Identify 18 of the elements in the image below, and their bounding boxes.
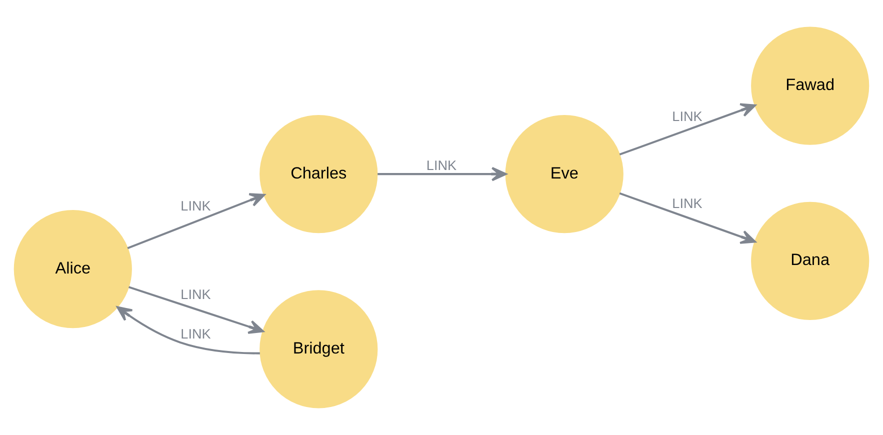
node-circle: Alice [14,210,132,328]
edge-label: LINK [180,286,211,302]
edge-label: LINK [672,196,702,211]
arrow [619,103,756,156]
edge-label: LINK [180,198,211,214]
edge-label: LINK [426,158,457,173]
node-circle: Bridget [260,290,378,408]
arrow [619,192,756,244]
arrow [127,193,266,250]
arrow [128,286,264,334]
edge-label: LINK [672,109,702,124]
node-circle: Eve [505,115,624,234]
node-circle: Fawad [751,26,870,145]
node-circle: Charles [260,115,378,234]
arrow [116,306,260,354]
edge-label: LINK [180,326,211,342]
arrow [378,166,507,182]
node-circle: Dana [751,202,870,320]
